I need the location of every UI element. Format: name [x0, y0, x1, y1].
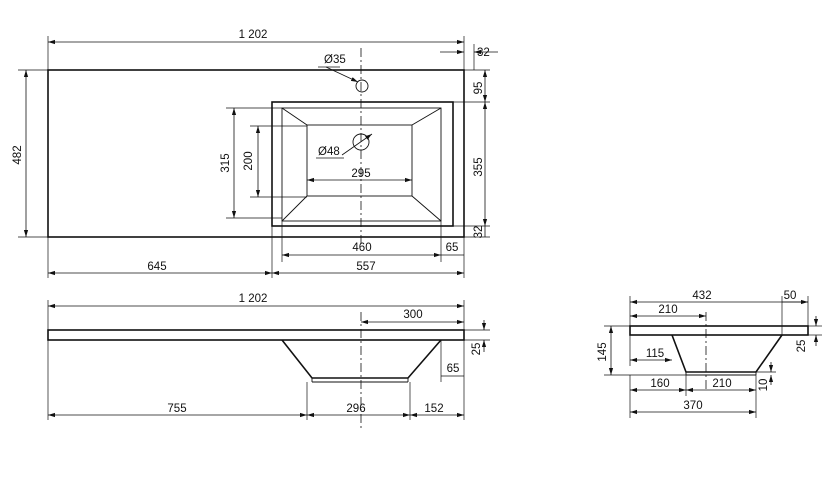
dim-tap-offset: 95 — [473, 82, 485, 95]
dim-top-total-width: 1 202 — [239, 29, 268, 41]
top-countertop-outline — [47, 69, 465, 238]
top-view: 1 202 32 482 Ø35 95 Ø48 315 200 — [12, 29, 498, 278]
front-bowl-profile — [281, 339, 442, 379]
label-drain-diameter: Ø48 — [318, 146, 340, 158]
side-view: 432 50 210 145 25 115 160 210 — [597, 290, 822, 418]
dim-side-total-bottom: 370 — [683, 400, 702, 412]
dim-front-thickness: 25 — [471, 343, 483, 356]
top-basin-inner-edge — [281, 107, 442, 222]
dim-front-right-section: 152 — [424, 403, 443, 415]
dim-right-section: 557 — [356, 261, 375, 273]
dim-basin-right-margin: 65 — [446, 242, 459, 254]
dim-side-thickness: 25 — [796, 340, 808, 353]
dim-side-width: 432 — [692, 290, 711, 302]
dim-basin-depth-height: 355 — [473, 157, 485, 176]
dim-top-right-offset: 32 — [477, 47, 490, 59]
dim-left-section: 645 — [147, 261, 166, 273]
dim-basin-inner-height: 200 — [243, 151, 255, 170]
dim-side-bottom-left: 160 — [650, 378, 669, 390]
dim-side-bowl-start: 115 — [646, 348, 664, 360]
top-basin-rim — [271, 101, 454, 227]
front-view: 1 202 300 25 65 755 296 152 — [47, 293, 490, 430]
side-slab — [629, 325, 809, 336]
dim-side-drain-offset: 210 — [658, 304, 677, 316]
dim-side-bottom-width: 210 — [712, 378, 731, 390]
dim-basin-outer-height: 315 — [220, 153, 232, 172]
dim-front-bowl-width: 296 — [346, 403, 365, 415]
dim-front-left-section: 755 — [167, 403, 186, 415]
dim-front-drain-offset: 300 — [403, 309, 422, 321]
dim-basin-bottom-offset: 32 — [473, 226, 485, 239]
dim-top-height: 482 — [12, 145, 24, 164]
top-basin-bottom — [306, 124, 413, 197]
front-slab — [47, 329, 465, 341]
dim-basin-outer-width: 460 — [352, 242, 371, 254]
label-tap-hole-diameter: Ø35 — [324, 54, 346, 66]
dim-side-bottom-thickness: 10 — [758, 379, 770, 392]
dim-front-total-width: 1 202 — [239, 293, 268, 305]
tap-hole — [355, 79, 369, 93]
dim-side-height: 145 — [597, 342, 609, 361]
side-bowl-profile — [671, 334, 783, 373]
dim-side-offset: 50 — [784, 290, 797, 302]
dim-front-bowl-right: 65 — [447, 363, 460, 375]
dim-basin-inner-width: 295 — [351, 168, 370, 180]
